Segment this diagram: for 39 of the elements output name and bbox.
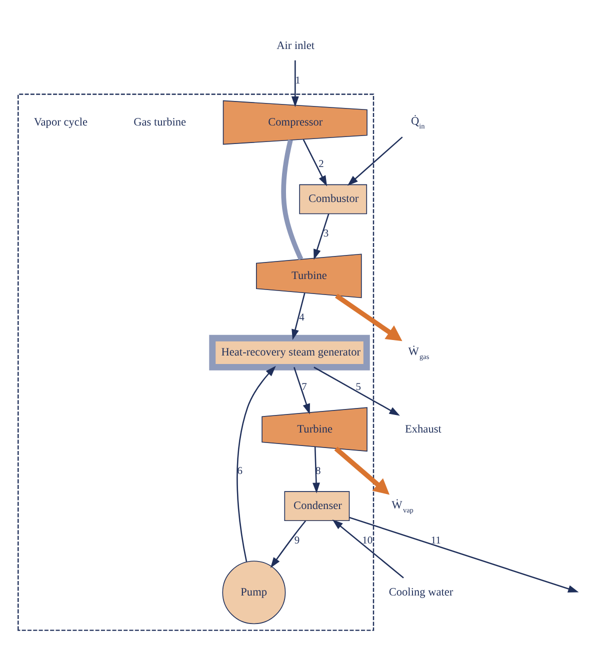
- node-text: Ẇ$_{gas}$: [408, 345, 430, 360]
- node-text: Ẇ$_{vap}$: [392, 498, 414, 514]
- arrow: [314, 366, 400, 416]
- label: Vapor cycle: [34, 116, 88, 128]
- arrow: [294, 366, 310, 414]
- node-box: Combustor: [299, 184, 368, 214]
- connector: [281, 139, 304, 260]
- arrow: [236, 365, 276, 562]
- edge-label: 10: [362, 535, 373, 546]
- node-text: Q̇$_{in}$: [411, 115, 425, 130]
- node-box: Compressor: [222, 100, 368, 144]
- arrow: [349, 516, 579, 592]
- arrow: [347, 136, 403, 186]
- node-box: Turbine: [262, 406, 368, 452]
- edge-label: 5: [356, 382, 361, 393]
- node-text: Air inlet: [276, 39, 315, 52]
- arrow: [335, 293, 402, 341]
- label: Gas turbine: [134, 116, 186, 128]
- arrow: [332, 518, 404, 578]
- node-text: Cooling water: [388, 586, 454, 598]
- edge-label: 9: [294, 535, 300, 546]
- node-box: Condenser: [284, 490, 350, 521]
- arrow: [270, 520, 306, 568]
- edge-label: 2: [318, 158, 324, 170]
- node-box: Heat-recovery steam generator: [209, 334, 370, 370]
- arrow: [302, 138, 328, 186]
- node-box: Turbine: [256, 253, 362, 298]
- arrow: [314, 213, 330, 260]
- arrow: [291, 60, 299, 107]
- arrow: [334, 446, 390, 494]
- arrow: [292, 292, 306, 340]
- edge-label: 3: [323, 228, 329, 240]
- edge-label: 7: [302, 382, 307, 393]
- node-circle: Pump: [222, 560, 286, 624]
- edge-label: 4: [299, 312, 304, 324]
- node-text: Exhaust: [405, 422, 442, 435]
- edge-label: 1: [295, 74, 300, 86]
- edge-label: 11: [430, 535, 441, 546]
- cluster: [18, 93, 374, 630]
